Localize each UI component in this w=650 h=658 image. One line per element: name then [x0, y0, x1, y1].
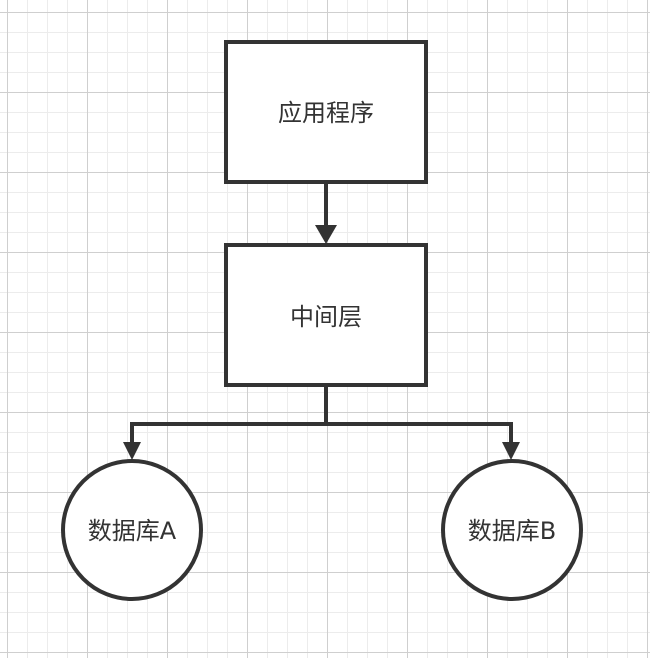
- node-db-a-label: 数据库A: [88, 517, 177, 545]
- node-app-box[interactable]: [224, 40, 428, 184]
- node-middle-box[interactable]: [224, 243, 428, 387]
- arrowhead-icon: [315, 225, 337, 244]
- node-middle[interactable]: 中间层: [224, 243, 428, 387]
- node-db-b[interactable]: 数据库B: [441, 459, 583, 601]
- node-db-a-circle[interactable]: [61, 459, 203, 601]
- node-db-a[interactable]: 数据库A: [61, 459, 203, 601]
- arrowhead-icon: [123, 442, 141, 460]
- node-app-label: 应用程序: [278, 99, 374, 127]
- node-db-b-circle[interactable]: [441, 459, 583, 601]
- node-db-b-label: 数据库B: [468, 517, 556, 545]
- edge-middle-to-databases: [123, 385, 520, 460]
- node-app[interactable]: 应用程序: [224, 40, 428, 184]
- node-middle-label: 中间层: [290, 303, 362, 331]
- edge-app-to-middle: [315, 182, 337, 244]
- arrowhead-icon: [502, 442, 520, 460]
